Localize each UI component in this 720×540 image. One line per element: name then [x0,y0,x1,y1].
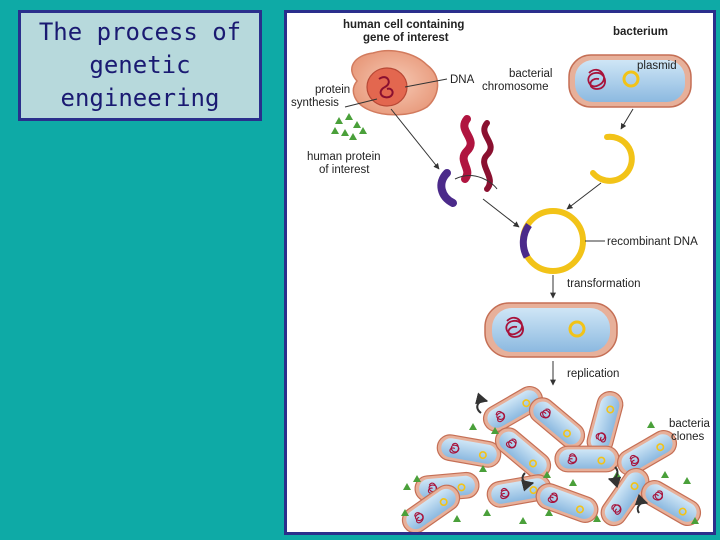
extracted-dna [437,115,494,207]
label-clones: clones [671,431,704,443]
label-replication: replication [567,368,619,380]
label-human-protein: human protein [307,151,381,163]
opened-plasmid [590,133,635,184]
dna-pointer [404,78,448,88]
title-box: The process of genetic engineering [18,10,262,121]
label-bacteria: bacteria [669,418,711,430]
arrow-gene-to-recombinant [482,198,520,228]
label-bacterium: bacterium [613,26,668,38]
diagram-frame: human cell containing gene of interest D… [284,10,716,535]
protein-synthesis-pointer [344,98,378,108]
label-synthesis: synthesis [291,97,339,109]
genetic-engineering-diagram: human cell containing gene of interest D… [291,19,711,532]
label-human-cell: human cell containing [343,19,464,31]
human-protein-molecules [331,113,367,140]
arrow-plasmid-extract [620,108,634,130]
label-protein: protein [315,84,350,96]
label-gene-of-interest: gene of interest [363,32,449,44]
arrow-plasmid-to-recombinant [566,182,602,210]
cut-indicator [454,175,498,190]
transformed-bacterium [484,302,618,358]
label-transformation: transformation [567,278,641,290]
slide-title: The process of genetic engineering [38,18,242,112]
recombinant-dna [519,208,586,274]
label-of-interest: of interest [319,164,370,176]
label-bacterial: bacterial [509,68,552,80]
top-bacterium [568,54,692,108]
label-dna: DNA [450,74,475,86]
bacteria-clones [396,381,706,532]
label-chromosome: chromosome [482,81,548,93]
arrow-cell-to-dna [390,108,440,170]
human-cell [351,49,439,116]
replication-arrows [475,392,649,514]
label-plasmid: plasmid [637,60,677,72]
label-recombinant-dna: recombinant DNA [607,236,698,248]
